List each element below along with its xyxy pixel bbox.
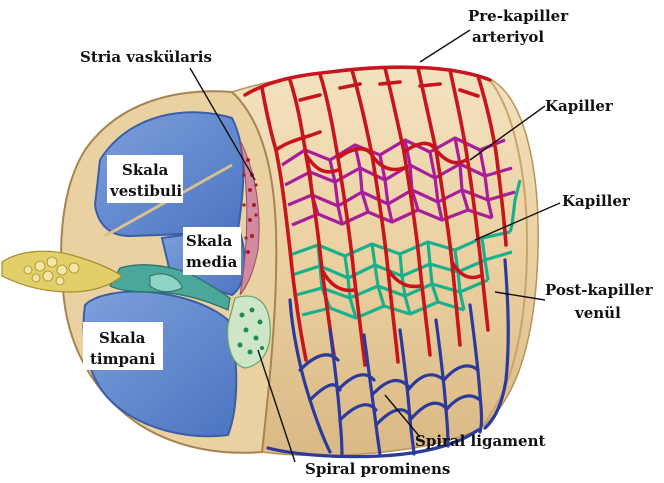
label-skala-timpani-line1: Skala: [99, 329, 146, 347]
label-pre-kapiller-line1: Pre-kapiller: [468, 7, 569, 25]
label-post-kapiller-line1: Post-kapiller: [545, 281, 654, 299]
label-kapiller-upper: Kapiller: [545, 97, 614, 115]
label-skala-timpani-line2: timpani: [90, 350, 156, 368]
label-spiral-ligament: Spiral ligament: [415, 432, 545, 450]
label-post-kapiller-line2: venül: [574, 304, 621, 322]
label-pre-kapiller-line2: arteriyol: [472, 28, 544, 46]
label-skala-media-line1: Skala: [186, 232, 233, 250]
label-skala-vestibuli-line1: Skala: [122, 161, 169, 179]
label-spiral-prominens: Spiral prominens: [305, 460, 450, 478]
label-kapiller-lower: Kapiller: [562, 192, 631, 210]
label-skala-vestibuli-line2: vestibuli: [109, 182, 182, 200]
label-stria-vaskularis: Stria vaskülaris: [80, 48, 212, 66]
label-skala-media-line2: media: [186, 253, 238, 271]
